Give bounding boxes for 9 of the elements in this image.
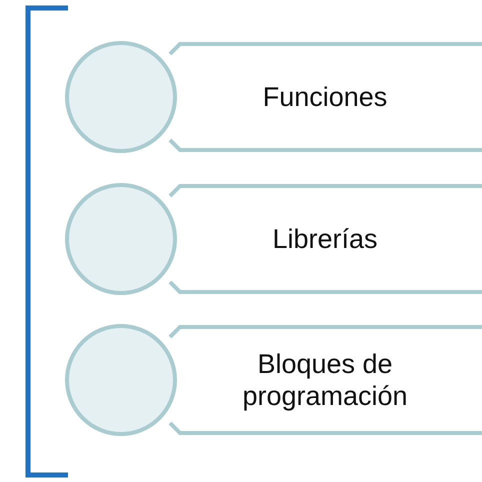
circle-marker [65, 183, 177, 295]
item-label: Funciones [262, 81, 388, 113]
circle-marker [65, 324, 177, 436]
list-item-box [168, 325, 482, 435]
item-label: Bloques de programación [241, 348, 409, 412]
list-item-box [168, 184, 482, 294]
item-label: Librerías [272, 223, 378, 255]
circle-marker [65, 41, 177, 153]
list-item-box [168, 42, 482, 152]
